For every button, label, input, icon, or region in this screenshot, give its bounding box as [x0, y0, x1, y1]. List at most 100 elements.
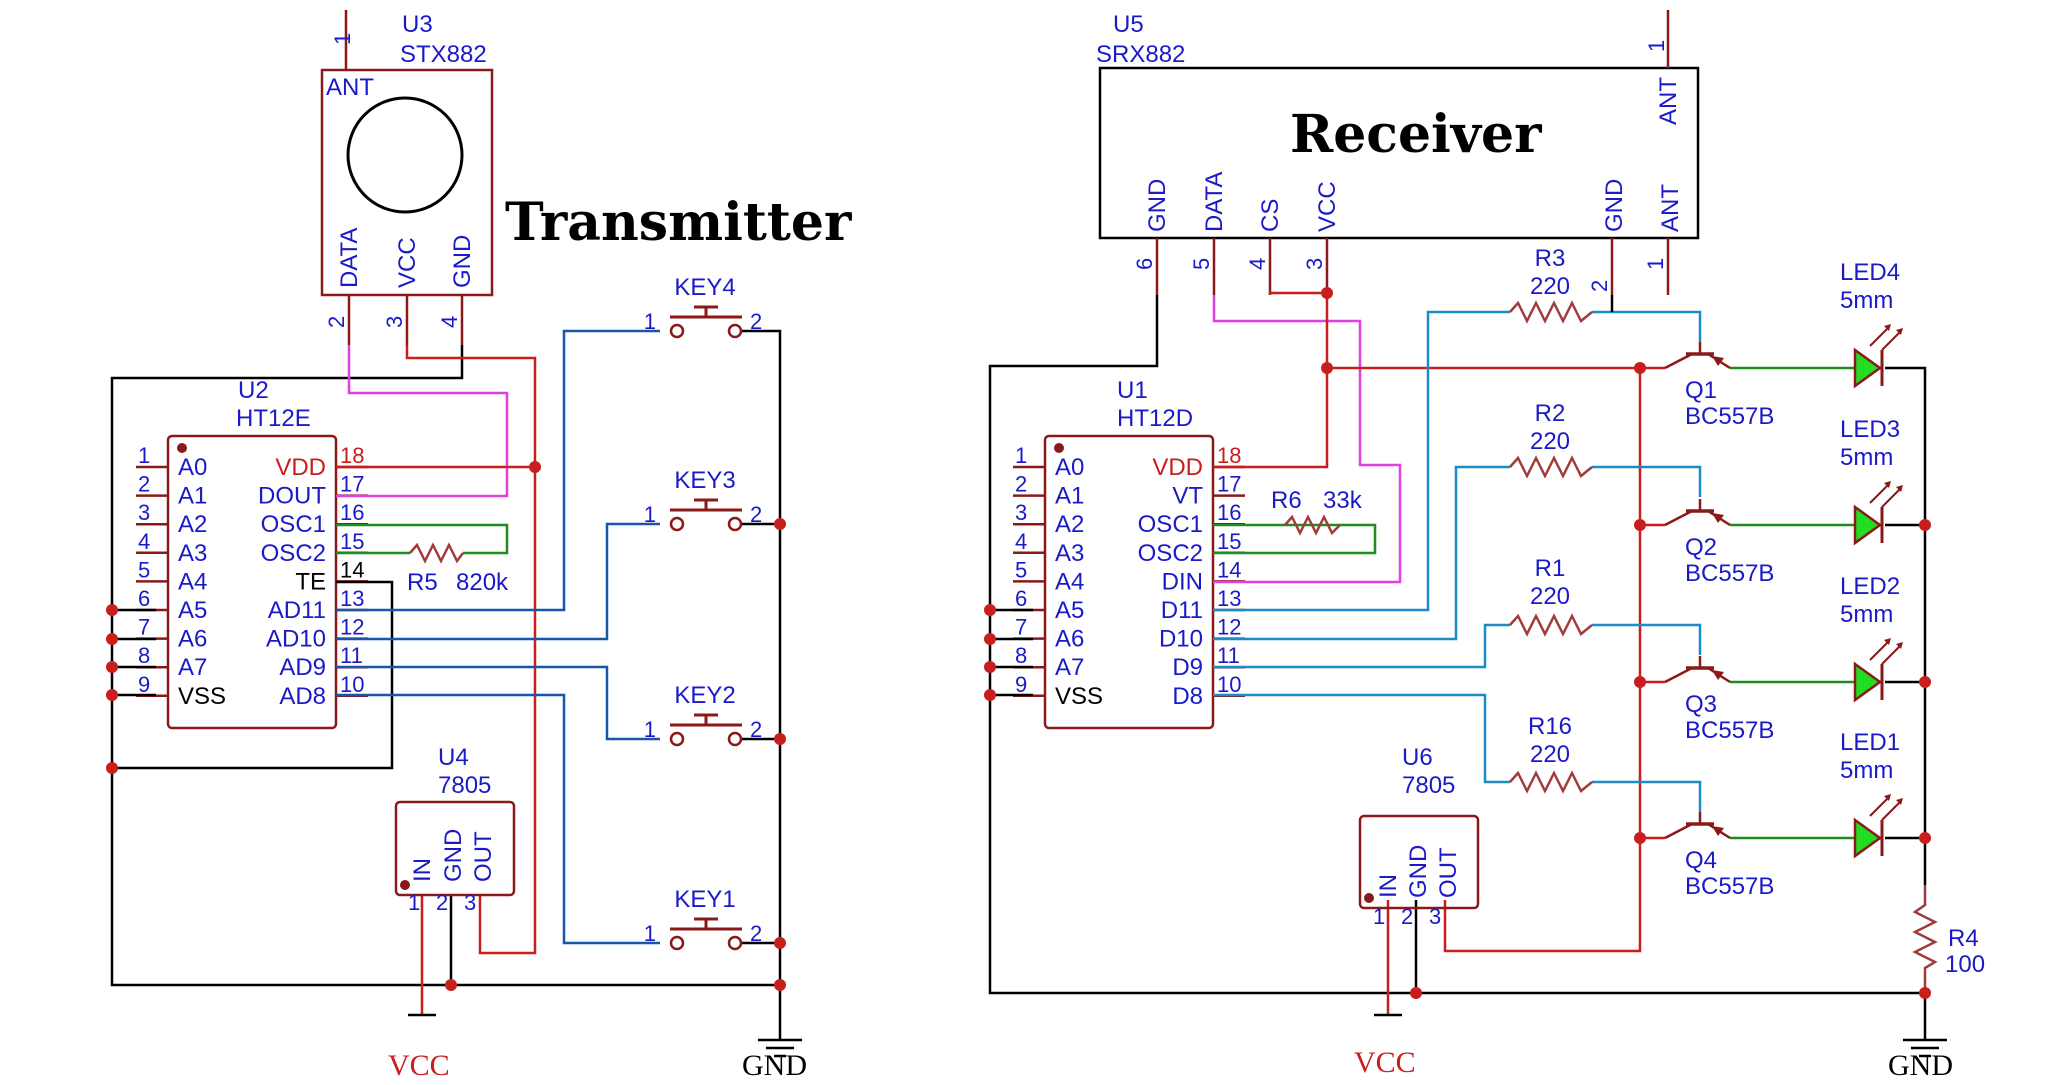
u2-pin6-num: 6 [138, 586, 150, 611]
u1-pin18-num: 18 [1217, 443, 1241, 468]
transistor-ref: Q2 [1685, 534, 1717, 561]
u2-pin-a5: A5 [178, 597, 207, 624]
u3-pin3-num: 3 [382, 316, 407, 328]
u1-pin-d8: D8 [1172, 683, 1203, 710]
u1-pin7-num: 7 [1015, 615, 1027, 640]
u1-pin-d9: D9 [1172, 654, 1203, 681]
u6-pin3-num: 3 [1429, 904, 1441, 929]
u5-pin4-num: 4 [1245, 258, 1270, 270]
vcc-label-rx: VCC [1354, 1046, 1416, 1079]
u2-pin2-num: 2 [138, 472, 150, 497]
key-pin2-num: 2 [750, 921, 762, 946]
u5-value: SRX882 [1096, 41, 1185, 68]
u1-pin2-num: 2 [1015, 472, 1027, 497]
u4-pin3-num: 3 [464, 890, 476, 915]
u3-pin-gnd: GND [449, 235, 476, 288]
key-pin1-num: 1 [644, 921, 656, 946]
u1-pin6-num: 6 [1015, 586, 1027, 611]
led-diode-icon [1853, 817, 1883, 859]
u1-pin11-num: 11 [1217, 643, 1240, 668]
u2-pin14-num: 14 [340, 557, 364, 582]
u2-pin-ad11: AD11 [268, 597, 326, 624]
u2-pin4-num: 4 [138, 529, 150, 554]
u1-pin-a0: A0 [1055, 454, 1084, 481]
resistor-ref: R1 [1535, 555, 1566, 582]
u5-pin6-num: 6 [1132, 258, 1157, 270]
receiver-section: U5 SRX882 Receiver 1 ANT GND DATA CS VCC… [984, 10, 1985, 1082]
u1-pin-a7: A7 [1055, 654, 1084, 681]
u2-pin1-num: 1 [138, 443, 150, 468]
u3-pin1-num: 1 [330, 33, 355, 45]
gnd-label-rx: GND [1888, 1049, 1953, 1082]
r4-value: 100 [1945, 951, 1985, 978]
key-ref: KEY4 [674, 274, 735, 301]
u2-pin10-num: 10 [340, 672, 364, 697]
u5-pin-gnd2: GND [1601, 179, 1628, 232]
u3-pin-vcc: VCC [394, 237, 421, 288]
resistor-value: 220 [1530, 273, 1570, 300]
transmitter-section: Transmitter 1 U3 STX882 ANT DATA VCC GND… [106, 10, 852, 1082]
receiver-junctions [984, 287, 1931, 999]
u6-pin-in: IN [1375, 874, 1402, 898]
u2-pin-a7: A7 [178, 654, 207, 681]
key-pin2-num: 2 [750, 502, 762, 527]
u3-pin-data: DATA [336, 228, 363, 288]
u6-pin-out: OUT [1435, 847, 1462, 898]
u2-pin18-num: 18 [340, 443, 364, 468]
u5-pin2-num: 2 [1587, 280, 1612, 292]
u1-pin-din: DIN [1162, 568, 1203, 595]
transistor-value: BC557B [1685, 560, 1774, 587]
transistor-ref: Q3 [1685, 691, 1717, 718]
u2-pin-ad9: AD9 [279, 654, 326, 681]
u5-pin-cs: CS [1257, 199, 1284, 232]
u1-pin3-num: 3 [1015, 500, 1027, 525]
u4-ref: U4 [438, 744, 469, 771]
u2-right-pins: 18VDD17DOUT16OSC115OSC214TE13AD1112AD101… [258, 443, 368, 710]
u2-pin-te: TE [295, 568, 326, 595]
resistor-ref: R3 [1535, 245, 1566, 272]
transistor-value: BC557B [1685, 717, 1774, 744]
u3-pin-ant: ANT [326, 74, 374, 101]
u2-pin-vss: VSS [178, 683, 226, 710]
u5-pin3-num: 3 [1302, 258, 1327, 270]
key-ref: KEY3 [674, 467, 735, 494]
led-ref: LED4 [1840, 259, 1900, 286]
ground-icon [758, 1038, 802, 1058]
led-ref: LED2 [1840, 573, 1900, 600]
transistor-value: BC557B [1685, 403, 1774, 430]
u5-module: U5 SRX882 Receiver 1 ANT GND DATA CS VCC… [1096, 10, 1700, 295]
u1-pin8-num: 8 [1015, 643, 1027, 668]
resistor-ref: R16 [1528, 713, 1572, 740]
r5-ref: R5 [407, 569, 438, 596]
u3-ref: U3 [402, 11, 433, 38]
u6-regulator: U6 7805 IN GND OUT 1 2 3 [1358, 744, 1480, 929]
u2-pin11-num: 11 [340, 643, 363, 668]
u2-pin12-num: 12 [340, 615, 364, 640]
u3-pin2-num: 2 [324, 316, 349, 328]
transistor-ref: Q4 [1685, 847, 1717, 874]
u2-pin7-num: 7 [138, 615, 150, 640]
key-pin1-num: 1 [644, 717, 656, 742]
led-value: 5mm [1840, 287, 1893, 314]
u2-pin15-num: 15 [340, 529, 364, 554]
u6-pin2-num: 2 [1401, 904, 1413, 929]
u1-pin15-num: 15 [1217, 529, 1241, 554]
ground-icon [1903, 1038, 1947, 1058]
led-diode-icon [1853, 661, 1883, 703]
u5-pin-ant-top: ANT [1655, 77, 1682, 125]
u1-pin-vdd: VDD [1152, 454, 1203, 481]
u2-pin3-num: 3 [138, 500, 150, 525]
u4-pin-gnd: GND [440, 829, 467, 882]
u1-pin-a3: A3 [1055, 540, 1084, 567]
u5-pin-ant: ANT [1657, 184, 1684, 232]
u5-pin1-top-num: 1 [1644, 40, 1669, 52]
